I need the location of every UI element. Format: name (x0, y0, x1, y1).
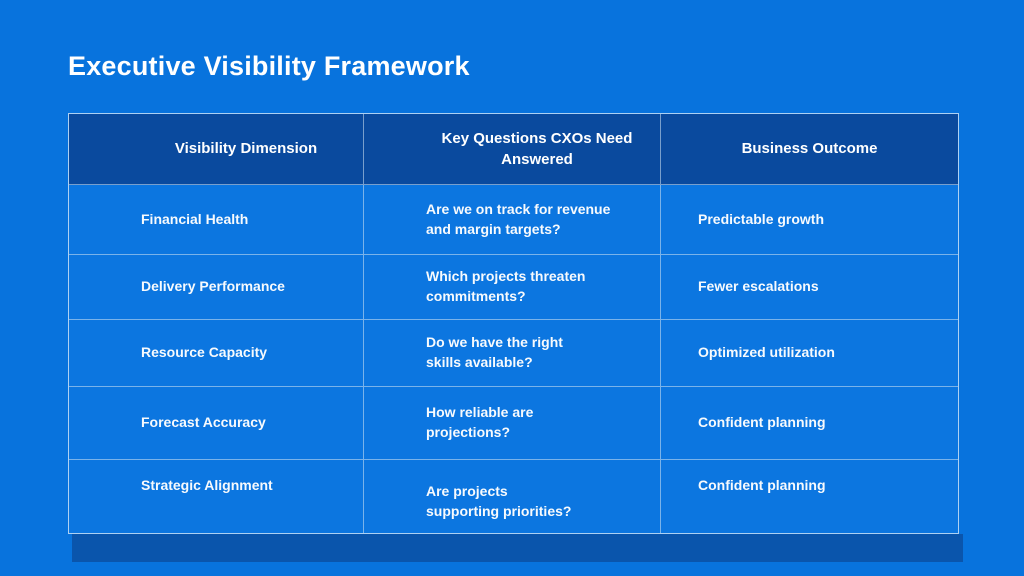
cell-outcome: Confident planning (661, 387, 958, 460)
cell-outcome: Predictable growth (661, 185, 958, 255)
column-header-key-questions: Key Questions CXOs Need Answered (364, 114, 661, 185)
cell-dimension: Forecast Accuracy (69, 387, 364, 460)
page-title: Executive Visibility Framework (68, 51, 470, 81)
cell-question: Do we have the right skills available? (364, 320, 661, 387)
cell-outcome: Confident planning (698, 476, 826, 493)
cell-question: Are we on track for revenue and margin t… (364, 185, 661, 255)
cell-dimension: Delivery Performance (69, 255, 364, 320)
cell-question: Are projects supporting priorities? (364, 460, 661, 533)
cell-dimension: Resource Capacity (69, 320, 364, 387)
column-header-visibility-dimension: Visibility Dimension (69, 114, 364, 185)
cell-dimension: Strategic Alignment (69, 460, 364, 533)
cell-question: Which projects threaten commitments? (364, 255, 661, 320)
cell-question: How reliable are projections? (364, 387, 661, 460)
cell-outcome: Optimized utilization (661, 320, 958, 387)
cell-outcome: Fewer escalations (661, 255, 958, 320)
framework-table: Visibility Dimension Key Questions CXOs … (68, 113, 959, 534)
cell-dimension: Financial Health (69, 185, 364, 255)
column-header-business-outcome: Business Outcome (661, 114, 958, 185)
table-shadow (72, 534, 963, 562)
